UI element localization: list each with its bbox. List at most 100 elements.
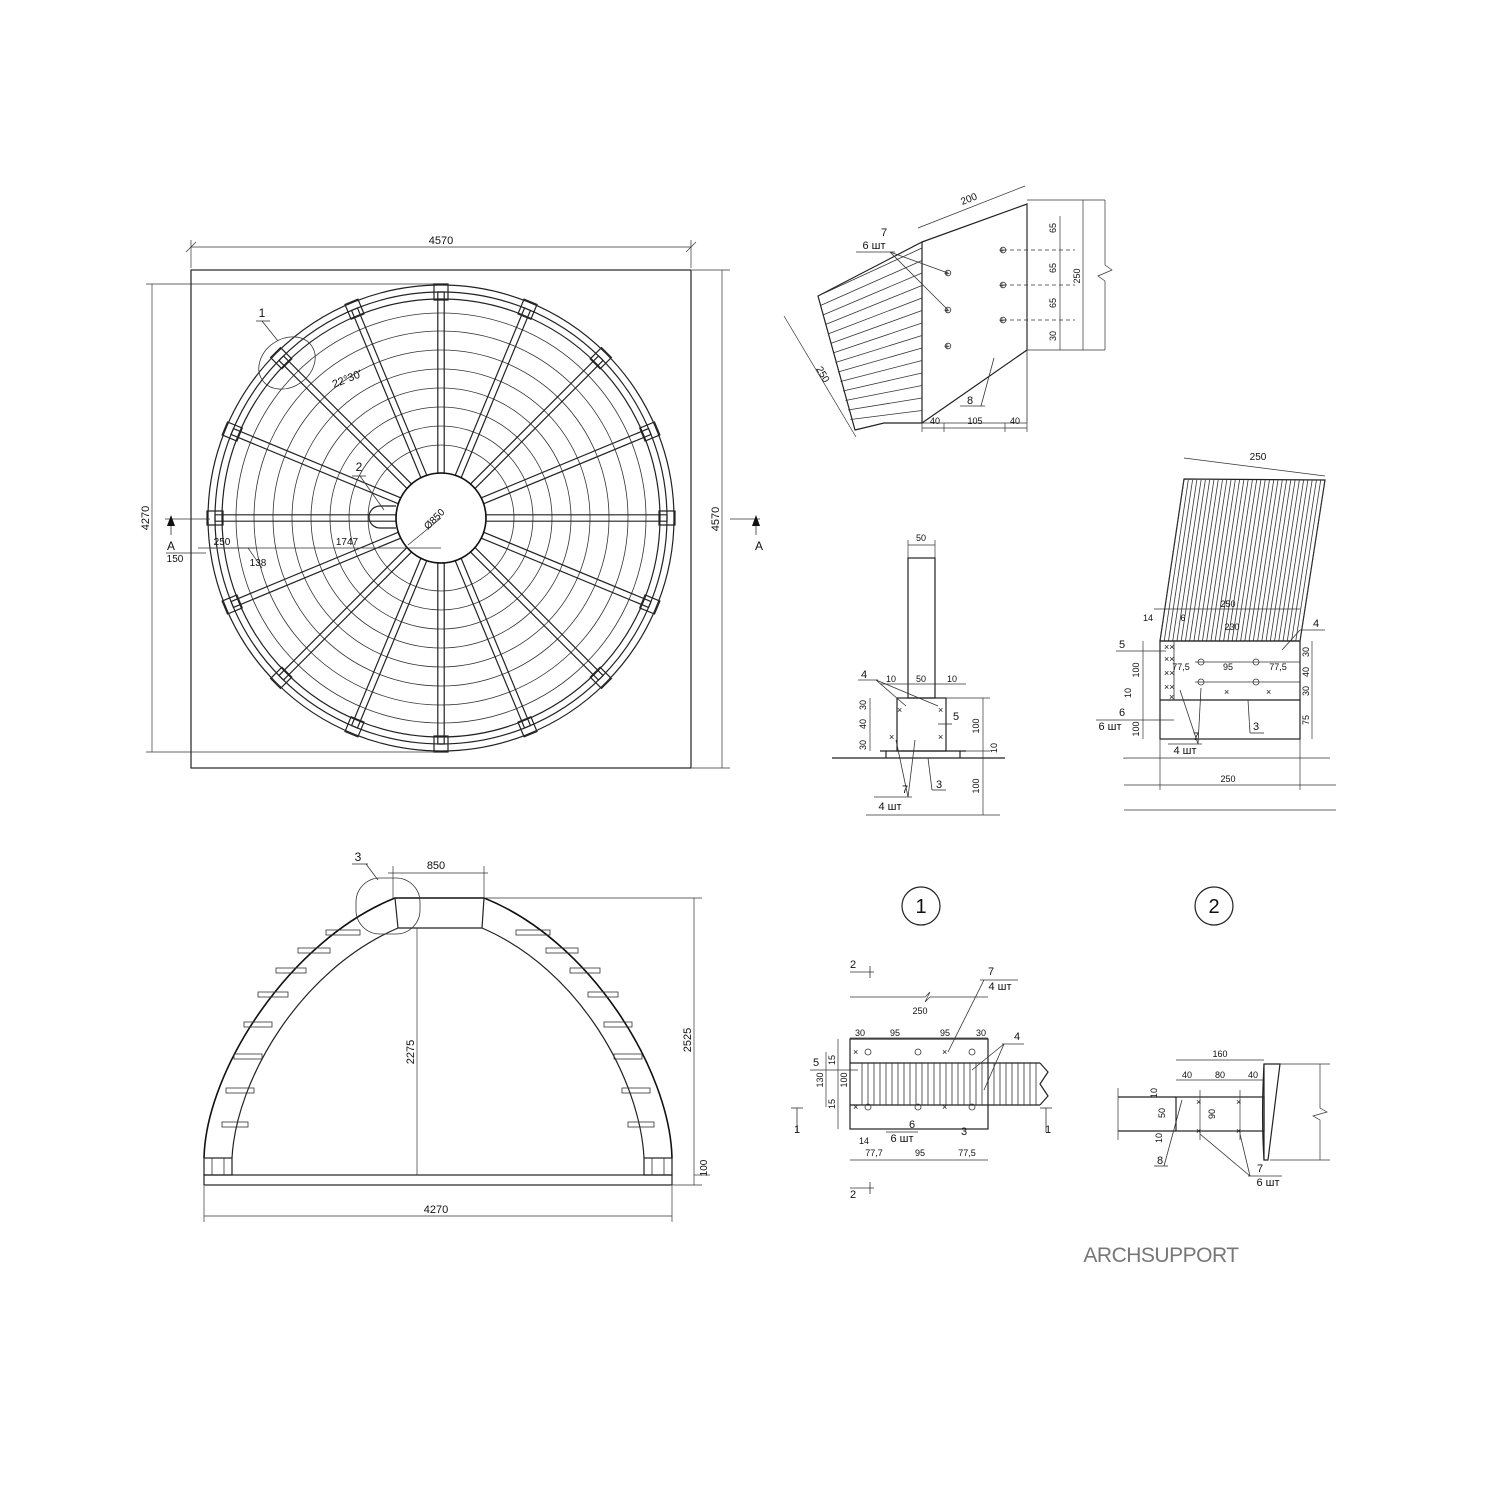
detail-1-label: 1 <box>915 896 926 918</box>
callout-8: 8 <box>967 395 973 407</box>
svg-text:×: × <box>938 705 943 715</box>
rung <box>627 1121 655 1128</box>
d2-dim-230: 230 <box>1224 622 1239 632</box>
rung <box>225 1087 255 1094</box>
d1-dim-100-a: 100 <box>971 718 981 733</box>
detail-3-outline <box>355 877 421 935</box>
rib-end-block <box>221 594 244 615</box>
dim-65-a: 65 <box>1048 223 1058 233</box>
base-thickness-dim: 100 <box>699 1159 710 1176</box>
s22-r-40-b: 40 <box>1248 1070 1258 1080</box>
rib-end-block <box>517 715 538 738</box>
beam-hatch <box>817 247 923 420</box>
d2-callout-5: 5 <box>1119 639 1125 651</box>
d2-r-40: 40 <box>1301 667 1311 677</box>
svg-text:×: × <box>1196 1097 1201 1107</box>
post-hatch <box>1159 479 1326 642</box>
s11-side-right: 1 <box>1045 1124 1051 1136</box>
rung <box>621 1087 651 1094</box>
bolt-holes: ++++++ <box>944 246 1007 353</box>
s11-mark-top: 2 <box>850 959 856 971</box>
rib <box>437 291 445 474</box>
d2-bottom-dim: 250 <box>1220 774 1235 784</box>
rib <box>480 531 652 609</box>
d2-r-30-b: 30 <box>1301 686 1311 696</box>
s11-callout-3: 3 <box>961 1126 967 1138</box>
svg-text:×: × <box>1196 1126 1201 1136</box>
rung <box>603 1021 633 1028</box>
section-mark-a-left: A <box>167 539 175 553</box>
rib-end-block <box>589 346 613 370</box>
detail-1: 50 × × × × 10 50 10 30 40 30 100 10 100 … <box>832 533 1005 926</box>
ring <box>253 330 629 706</box>
rib-end-block <box>433 283 449 301</box>
callout-3: 3 <box>355 850 362 864</box>
s22-l-10-a: 10 <box>1149 1088 1159 1098</box>
svg-text:××: ×× <box>1164 642 1175 652</box>
s11-l-100: 100 <box>839 1072 849 1087</box>
rib-end-block <box>344 715 365 738</box>
ring <box>367 444 515 592</box>
section-1-1: 2 2 250 ×× ×× 30 95 95 30 77,7 95 77,5 1… <box>791 959 1052 1201</box>
d1-dim-10: 10 <box>989 743 999 753</box>
rib <box>485 514 668 522</box>
rung <box>613 1053 643 1060</box>
d1-dim-50: 50 <box>916 674 926 684</box>
detail-top: ++++++ 65 65 65 30 250 200 250 40 105 40 <box>783 185 1113 438</box>
rib <box>230 531 402 609</box>
d1-dim-30-a: 30 <box>858 700 868 710</box>
svg-text:×: × <box>938 732 943 742</box>
s11-b-95: 95 <box>915 1148 925 1158</box>
center-hub <box>395 472 487 564</box>
d2-dim-6: 6 <box>1180 613 1185 623</box>
rib-end-block <box>344 298 365 321</box>
svg-text:×: × <box>1236 1126 1241 1136</box>
qty-6-pcs: 6 шт <box>862 240 885 252</box>
s22-top-dim: 160 <box>1212 1049 1227 1059</box>
s22-height: 90 <box>1207 1109 1217 1119</box>
rung <box>587 991 619 998</box>
svg-text:+: + <box>999 281 1005 292</box>
d2-qty-6: 6 шт <box>1098 721 1121 733</box>
top-width-dim: 850 <box>427 860 445 872</box>
d1-dim-100-b: 100 <box>971 778 981 793</box>
d1-dim-30-b: 30 <box>858 740 868 750</box>
rib-end-block <box>638 594 661 615</box>
brand-logo: ARCHSUPPORT <box>1083 1244 1239 1267</box>
d2-dim-77-5-b: 77,5 <box>1269 662 1287 672</box>
svg-text:×: × <box>942 1102 947 1112</box>
s11-qty-7: 4 шт <box>988 981 1011 993</box>
rib <box>278 546 413 681</box>
inner-height-dim: 2275 <box>405 1040 417 1064</box>
d2-dim-77-5-a: 77,5 <box>1172 662 1190 672</box>
d2-dim-250: 250 <box>1220 599 1235 609</box>
svg-text:×: × <box>1266 687 1271 697</box>
ring <box>235 312 647 724</box>
rung <box>325 929 361 936</box>
dim-105: 105 <box>967 416 982 426</box>
d2-dim-95: 95 <box>1223 662 1233 672</box>
s11-r-95-b: 95 <box>940 1028 950 1038</box>
s11-l-15-a: 15 <box>827 1055 837 1065</box>
rung <box>569 967 601 974</box>
callout-2: 2 <box>356 460 363 474</box>
s11-top-dim: 250 <box>912 1006 927 1016</box>
detail-2-label: 2 <box>1208 896 1219 918</box>
detail-1-ellipse <box>258 336 316 390</box>
base-width-dim: 4270 <box>424 1204 448 1216</box>
s11-callout-4: 4 <box>1014 1031 1020 1043</box>
d2-callout-3: 3 <box>1253 721 1259 733</box>
plan-view: 4570 4270 4570 Ø850 1747 250 150 138 22 <box>140 235 763 769</box>
rung <box>297 947 331 954</box>
rib-end-block <box>206 510 224 526</box>
dim-138: 138 <box>250 558 267 569</box>
svg-text:+: + <box>999 246 1005 257</box>
rib <box>480 427 652 505</box>
dim-250: 250 <box>214 537 231 548</box>
plan-height-right-dim: 4570 <box>710 507 722 531</box>
d1-callout-7: 7 <box>902 784 908 796</box>
svg-text:××: ×× <box>1164 682 1175 692</box>
rib-end-block <box>658 510 676 526</box>
section-mark-a-right: A <box>755 539 763 553</box>
d1-callout-5: 5 <box>953 711 959 723</box>
